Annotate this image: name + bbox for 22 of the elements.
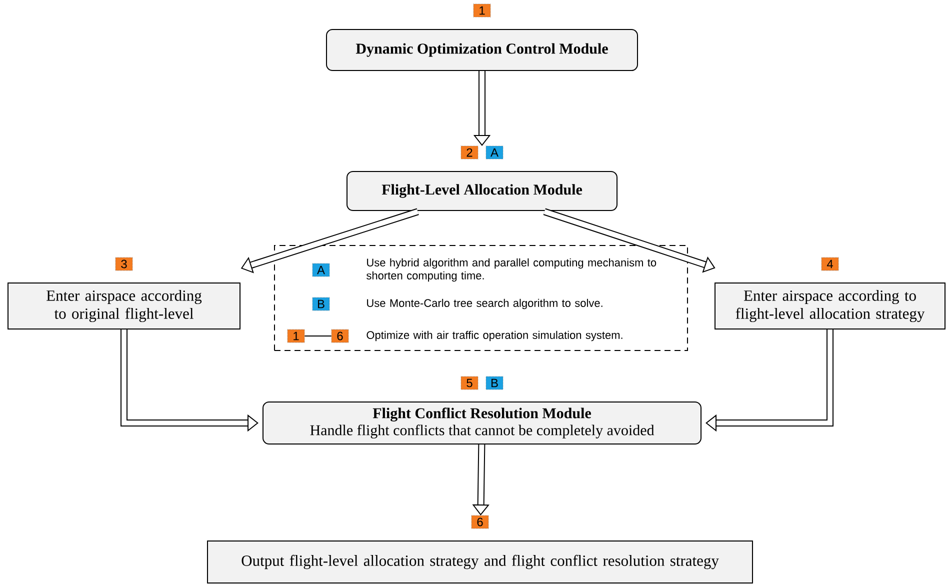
number-badge: 6 — [471, 515, 489, 529]
number-badge: 4 — [821, 257, 839, 271]
number-badge: 1 — [473, 4, 491, 18]
number-badge: 1 — [287, 329, 305, 343]
number-badge: A — [312, 263, 330, 277]
legend-text: Use hybrid algorithm and parallel computing mechanism to shorten computing time. — [366, 258, 656, 282]
module-box: Flight Conflict Resolution Module Handle flight conflicts that cannot be completely avoided — [262, 402, 702, 444]
legend-text: Optimize with air traffic operation simulation system. — [366, 330, 622, 342]
process-box: Enter airspace according to flight-level allocation strategy — [714, 282, 946, 330]
number-badge: B — [312, 297, 330, 311]
legend-text: Use Monte-Carlo tree search algorithm to solve. — [367, 298, 602, 310]
number-badge: 2 — [460, 146, 478, 160]
process-box: Output flight-level allocation strategy and flight conflict resolution strategy — [207, 540, 753, 584]
number-badge: A — [486, 146, 504, 160]
module-box: Dynamic Optimization Control Module — [326, 29, 638, 71]
number-badge: B — [486, 376, 504, 390]
number-badge: 3 — [115, 257, 133, 271]
module-box: Flight-Level Allocation Module — [346, 171, 618, 211]
block-arrow — [706, 330, 834, 432]
process-box: Enter airspace according to original flight-level — [8, 282, 240, 330]
number-badge: 5 — [460, 376, 478, 390]
number-badge: 6 — [331, 329, 349, 343]
